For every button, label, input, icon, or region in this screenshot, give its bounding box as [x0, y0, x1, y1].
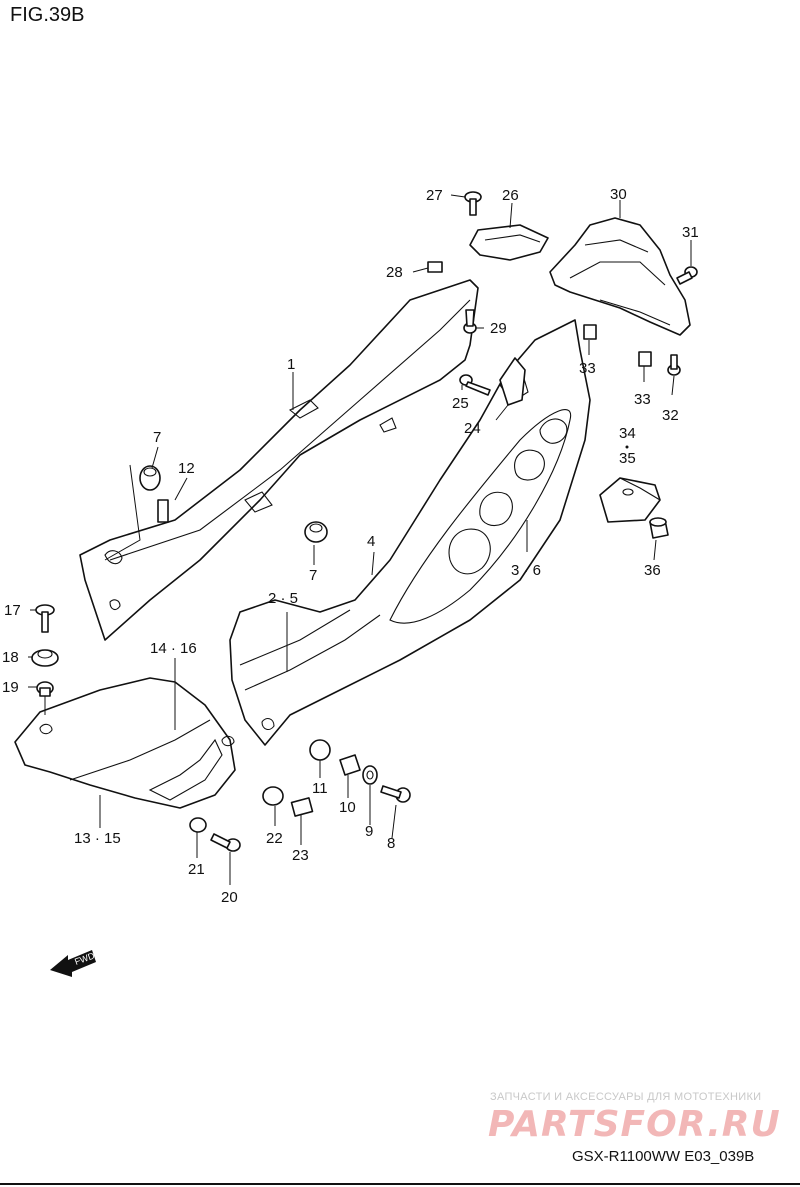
- part-rear-bracket[interactable]: [549, 217, 691, 336]
- callout-29: 29: [490, 320, 507, 337]
- watermark-tagline: ЗАПЧАСТИ И АКСЕССУАРЫ ДЛЯ МОТОТЕХНИКИ: [490, 1091, 762, 1103]
- callout-36: 36: [644, 562, 661, 579]
- part-screw-31[interactable]: [676, 266, 698, 285]
- callout-14-16: 14 · 16: [150, 640, 197, 657]
- callout-18: 18: [2, 649, 19, 666]
- callout-17: 17: [4, 602, 21, 619]
- part-nut-21[interactable]: [189, 817, 207, 833]
- part-washer-9[interactable]: [362, 765, 378, 785]
- part-nut-33b[interactable]: [638, 351, 652, 367]
- callout-31: 31: [682, 224, 699, 241]
- callout-33a: 33: [579, 360, 596, 377]
- bottom-rule: [0, 1183, 800, 1185]
- callout-13-15: 13 · 15: [74, 830, 121, 847]
- callout-11: 11: [312, 780, 328, 797]
- callout-7b: 7: [309, 567, 317, 584]
- model-code: GSX-R1100WW E03_039B: [572, 1148, 755, 1165]
- callout-7a: 7: [153, 429, 161, 446]
- part-rubber-block[interactable]: [599, 477, 661, 523]
- watermark-logo: PARTSFOR.RU: [488, 1104, 781, 1145]
- callout-28: 28: [386, 264, 403, 281]
- callout-23: 23: [292, 847, 309, 864]
- part-screw-29[interactable]: [463, 309, 477, 334]
- callout-33b: 33: [634, 391, 651, 408]
- part-nut-19[interactable]: [36, 681, 54, 697]
- callout-30: 30: [610, 186, 627, 203]
- callout-12: 12: [178, 460, 195, 477]
- part-grommet-7a[interactable]: [139, 465, 161, 491]
- callout-19: 19: [2, 679, 19, 696]
- callout-9: 9: [365, 823, 373, 840]
- callout-1: 1: [287, 356, 295, 373]
- callout-21: 21: [188, 861, 205, 878]
- part-grommet-7b[interactable]: [304, 521, 328, 543]
- callout-numbers: 1 2 · 5 3 · 6 4 7 7 8 9 10 11 12 13 · 15…: [2, 186, 699, 906]
- callout-4: 4: [367, 533, 375, 550]
- part-bracket-24[interactable]: [499, 357, 526, 406]
- callout-26: 26: [502, 187, 519, 204]
- part-bolt-20[interactable]: [210, 833, 241, 852]
- part-grommet-22[interactable]: [262, 786, 284, 806]
- part-screw-27[interactable]: [464, 191, 482, 216]
- callout-27: 27: [426, 187, 443, 204]
- part-nut-33a[interactable]: [583, 324, 597, 340]
- part-frame-cover-right[interactable]: [229, 319, 591, 746]
- leader-lines: [28, 194, 692, 885]
- part-grommet-11[interactable]: [309, 739, 331, 761]
- part-grommet-18[interactable]: [31, 649, 59, 667]
- figure-title: FIG.39B: [10, 4, 85, 26]
- callout-25: 25: [452, 395, 469, 412]
- callout-22: 22: [266, 830, 283, 847]
- part-bolt-8[interactable]: [380, 785, 411, 803]
- callout-2-5: 2 · 5: [268, 590, 298, 607]
- callout-35: 35: [619, 450, 636, 467]
- part-collar-23[interactable]: [290, 797, 314, 817]
- part-plate-12[interactable]: [157, 499, 169, 523]
- callout-32: 32: [662, 407, 679, 424]
- part-clip-28[interactable]: [427, 261, 443, 273]
- fwd-arrow-icon: FWD: [50, 950, 96, 977]
- part-collar-10[interactable]: [339, 754, 361, 776]
- part-screw-32[interactable]: [667, 354, 681, 376]
- callout-10: 10: [339, 799, 356, 816]
- callout-3-6: 3 · 6: [511, 562, 541, 579]
- callout-24: 24: [464, 420, 481, 437]
- callout-8: 8: [387, 835, 395, 852]
- part-collar-36[interactable]: [649, 517, 669, 539]
- callout-dot-34-35: [625, 445, 629, 449]
- callout-20: 20: [221, 889, 238, 906]
- part-screw-17[interactable]: [35, 604, 55, 633]
- callout-34: 34: [619, 425, 636, 442]
- part-lower-side-cover[interactable]: [14, 677, 236, 809]
- part-frame-cover-left[interactable]: [79, 279, 479, 641]
- part-screw-25[interactable]: [459, 374, 491, 396]
- part-bracket-plate[interactable]: [469, 224, 549, 261]
